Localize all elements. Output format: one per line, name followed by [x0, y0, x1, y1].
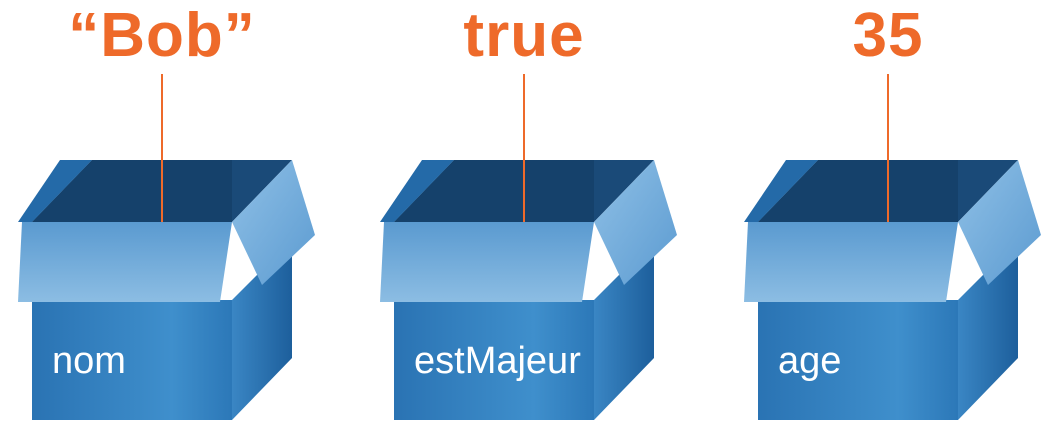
- variable-value: 35: [718, 2, 1052, 70]
- box-front-flap: [744, 222, 958, 302]
- variable-value: “Bob”: [0, 2, 332, 70]
- box-front-flap: [380, 222, 594, 302]
- box-front-flap: [18, 222, 232, 302]
- variable-box-age: 35 age: [726, 0, 1052, 436]
- variable-box-estMajeur: true estMajeur: [362, 0, 702, 436]
- variable-name: estMajeur: [414, 338, 581, 384]
- variable-box-nom: “Bob” nom: [0, 0, 340, 436]
- variable-name: nom: [52, 338, 126, 384]
- variable-name: age: [778, 338, 841, 384]
- variable-value: true: [354, 2, 694, 70]
